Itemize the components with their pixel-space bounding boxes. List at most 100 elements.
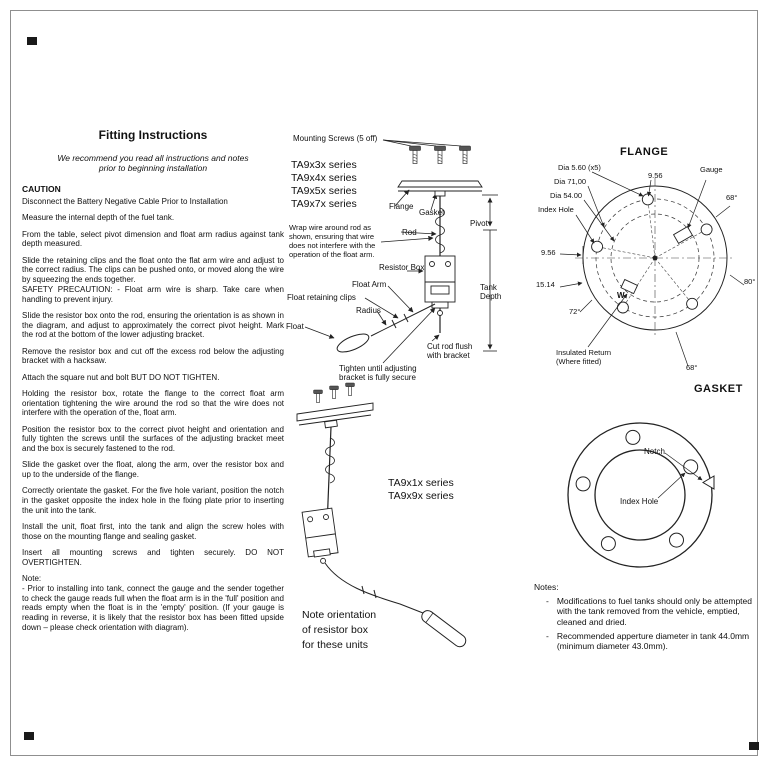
note-item: - Recommended apperture diameter in tank… <box>534 631 762 652</box>
wire-coil <box>435 207 445 254</box>
insulated-return-terminal <box>620 278 639 295</box>
tighten-label: Tighten until adjusting bracket is fully… <box>339 364 417 383</box>
notes-heading: Notes: <box>534 582 559 592</box>
instruction-paragraph: Slide the retaining clips and the float … <box>22 255 284 304</box>
resistor-box-label: Resistor Box <box>379 263 425 272</box>
angle-top-right-label: 68° <box>726 193 738 202</box>
tank-depth-dimension <box>482 194 498 352</box>
gasket-diagram-art <box>567 422 715 568</box>
note-item: - Modifications to fuel tanks should onl… <box>534 596 762 628</box>
gasket-index-hole-label: Index Hole <box>620 497 659 506</box>
main-diagram-art <box>304 139 498 364</box>
wire-coil <box>325 437 335 484</box>
gasket-inner-circle <box>594 449 686 541</box>
instruction-paragraph: Install the unit, float first, into the … <box>22 522 284 541</box>
tank-depth-label: Tank Depth <box>479 283 511 302</box>
bullet: - <box>546 630 549 641</box>
leader-lines <box>559 171 745 367</box>
flange-label: Flange <box>389 202 414 211</box>
gauge-label: Gauge <box>700 165 723 174</box>
intro-note: We recommend you read all instructions a… <box>57 153 249 173</box>
dim-top-label: 9.56 <box>648 171 663 180</box>
dia-holes-label: Dia 5.60 (x5) <box>558 163 601 172</box>
series-list-top: TA9x3x series TA9x4x series TA9x5x serie… <box>291 159 357 211</box>
mounting-screw <box>345 382 355 396</box>
mounting-screw <box>434 145 446 164</box>
instruction-paragraph: Remove the resistor box and cut off the … <box>22 346 284 366</box>
float-arm <box>370 303 436 337</box>
lower-diagram-art <box>296 382 467 648</box>
mounting-screw <box>313 389 323 403</box>
radius-label: Radius <box>356 306 381 315</box>
float-clips-label: Float retaining clips <box>287 293 356 302</box>
float-arm-label: Float Arm <box>352 280 387 289</box>
gasket-heading: GASKET <box>694 383 743 395</box>
dim-left2-label: 15.14 <box>536 280 555 289</box>
gasket-holes <box>575 429 699 552</box>
notch-label: Notch <box>644 447 665 456</box>
flange-plate <box>397 180 483 197</box>
resistor-box <box>424 255 456 316</box>
cut-rod-label: Cut rod flush with bracket <box>427 342 473 361</box>
series-item: TA9x1x series <box>388 477 454 489</box>
series-item: TA9x5x series <box>291 185 357 197</box>
flange-plate <box>296 402 374 429</box>
flange-heading: FLANGE <box>620 146 669 158</box>
series-list-lower: TA9x1x series TA9x9x series <box>388 477 454 503</box>
instruction-paragraph: Attach the square nut and bolt BUT DO NO… <box>22 372 220 382</box>
instruction-paragraph: Position the resistor box to the correct… <box>22 424 284 454</box>
leader-lines <box>304 139 462 364</box>
flange-diagram-art <box>559 171 745 367</box>
series-item: TA9x7x series <box>291 198 357 210</box>
angle-right-label: 80° <box>744 277 756 286</box>
insulated-return-label: Insulated Return (Where fitted) <box>556 348 612 366</box>
gasket-label: Gasket <box>419 208 445 217</box>
scan-mark <box>24 732 34 740</box>
bullet: - <box>546 595 549 606</box>
float-shape <box>336 333 370 353</box>
series-item: TA9x4x series <box>291 172 357 184</box>
float-label: Float <box>286 322 304 331</box>
series-item: TA9x9x series <box>388 490 454 502</box>
angle-bottom-label: 68° <box>686 363 698 372</box>
gasket-outer-circle <box>567 422 713 568</box>
dia-inner-label: Dia 54.00 <box>550 191 583 200</box>
mounting-screw <box>329 385 339 399</box>
note-text: Recommended apperture diameter in tank 4… <box>556 630 750 652</box>
dia-outer-label: Dia 71,00 <box>554 177 587 186</box>
mounting-screw <box>459 145 471 164</box>
caution-text: Disconnect the Battery Negative Cable Pr… <box>22 197 228 206</box>
center-mark <box>652 255 658 261</box>
wrap-wire-note: Wrap wire around rod as shown, ensuring … <box>289 223 376 259</box>
instruction-paragraph: Slide the gasket over the float, along t… <box>22 460 284 479</box>
float-shape <box>421 610 467 648</box>
instruction-paragraph: SIide the resistor box onto the rod, ens… <box>22 310 284 340</box>
instructions-column: Fitting Instructions We recommend you re… <box>22 128 284 639</box>
gasket-notch <box>702 475 715 490</box>
gauge-terminal <box>672 226 694 244</box>
instruction-paragraph: Measure the internal depth of the fuel t… <box>22 213 175 223</box>
bolt-holes <box>591 193 713 314</box>
resistor-box <box>301 507 339 564</box>
leader-lines <box>657 452 703 499</box>
dim-left-label: 9.56 <box>541 248 556 257</box>
index-hole-label: Index Hole <box>538 205 574 214</box>
caution-heading: CAUTION <box>22 184 61 194</box>
series-item: TA9x3x series <box>291 159 357 171</box>
instruction-paragraph: Correctly orientate the gasket. For the … <box>22 486 284 515</box>
instruction-paragraph: Insert all mounting screws and tighten s… <box>22 548 284 567</box>
installation-note: Note: - Prior to installing into tank, c… <box>22 574 284 632</box>
scan-mark <box>27 37 37 45</box>
note-text: Modifications to fuel tanks should only … <box>556 595 752 627</box>
instruction-paragraph: From the table, select pivot dimension a… <box>22 229 284 249</box>
w-mark-label: W <box>617 291 625 300</box>
scan-mark <box>749 742 759 750</box>
angle-bottom-left-label: 72° <box>569 307 581 316</box>
orientation-note: Note orientation of resistor box for the… <box>302 609 377 651</box>
pivot-label: Pivot <box>470 219 488 228</box>
page-title: Fitting Instructions <box>98 128 208 142</box>
instruction-paragraph: Holding the resistor box, rotate the fla… <box>22 388 284 418</box>
float-arm <box>324 562 424 614</box>
mounting-screws-label: Mounting Screws (5 off) <box>293 134 378 143</box>
notes-section: Notes: - Modifications to fuel tanks sho… <box>534 582 762 652</box>
